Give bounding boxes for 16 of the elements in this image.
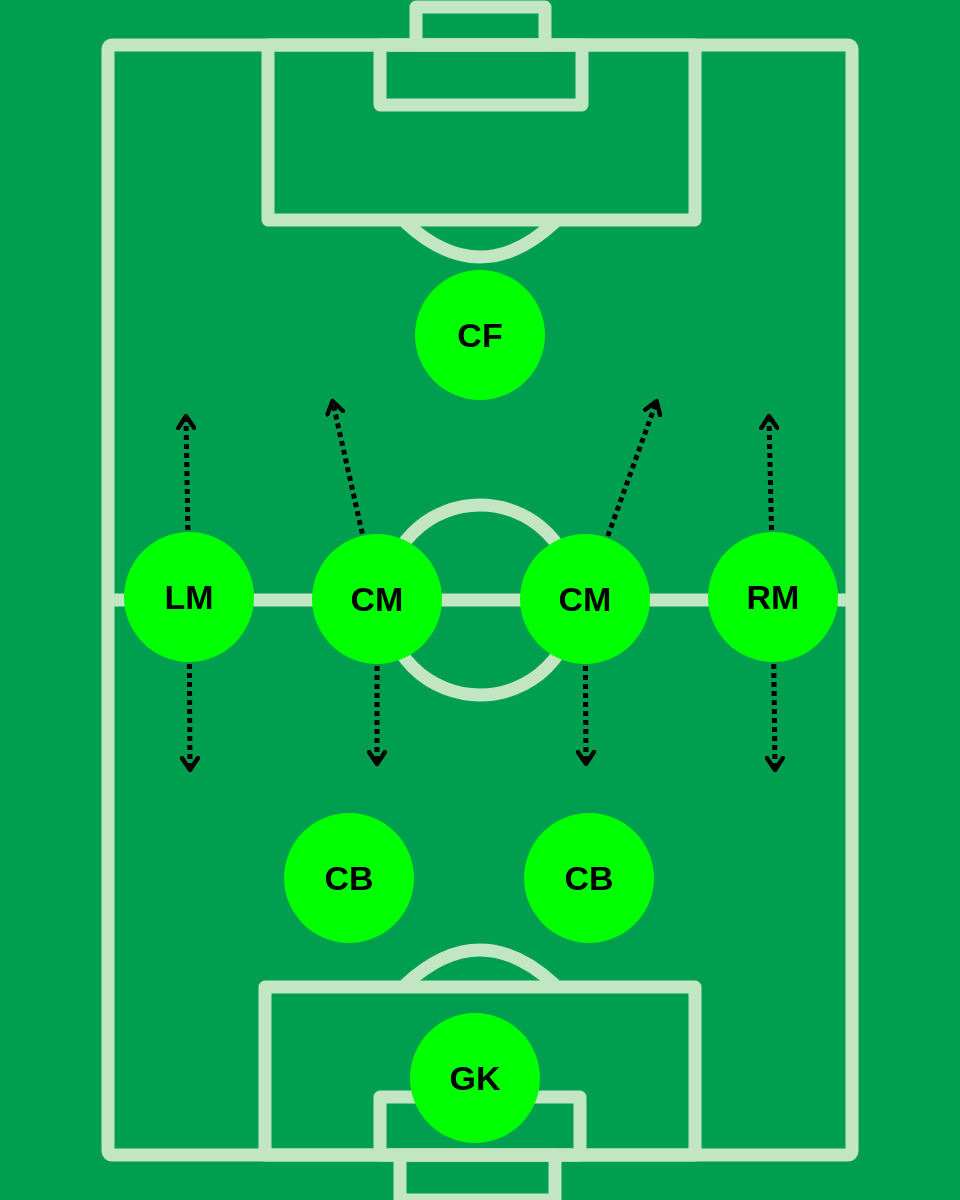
position-label: CB bbox=[324, 861, 374, 895]
position-label: CM bbox=[558, 582, 612, 616]
position-label: GK bbox=[449, 1061, 501, 1095]
dotted-arrow bbox=[366, 666, 388, 767]
dotted-arrow bbox=[605, 398, 663, 537]
position-label: RM bbox=[746, 580, 800, 614]
dotted-arrow bbox=[325, 398, 365, 535]
dotted-arrow bbox=[575, 666, 597, 767]
position-label: CB bbox=[564, 861, 614, 895]
dotted-arrow bbox=[764, 663, 786, 773]
dotted-arrow bbox=[175, 413, 197, 531]
dotted-arrow bbox=[759, 413, 780, 531]
dotted-arrow bbox=[179, 664, 201, 773]
position-label: LM bbox=[164, 580, 214, 614]
position-label: CM bbox=[350, 582, 404, 616]
position-label: CF bbox=[457, 318, 503, 352]
